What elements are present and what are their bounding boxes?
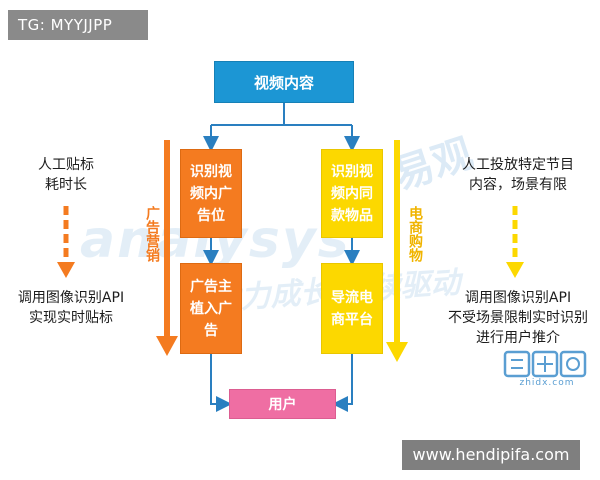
right-note-bottom-line2: 不受场景限制实时识别 <box>448 310 588 326</box>
connector-left-to-user <box>210 354 232 412</box>
user-box: 用户 <box>229 389 336 419</box>
ecommerce-platform-label: 导流电商平台 <box>331 289 373 328</box>
ecommerce-label: 电商购物 <box>407 206 423 262</box>
identify-same-item-box: 识别视频内同款物品 <box>321 149 383 238</box>
source-url: www.hendipifa.com <box>402 440 580 470</box>
advertising-arrow <box>156 140 178 356</box>
left-note-bottom-line2: 实现实时贴标 <box>29 310 113 326</box>
zhidx-logo <box>503 350 587 378</box>
right-note-bottom-line3: 进行用户推介 <box>476 330 560 346</box>
right-note-top-line1: 人工投放特定节目 <box>462 157 574 173</box>
advertiser-implant-box: 广告主植入广告 <box>180 263 242 354</box>
left-note-top-line2: 耗时长 <box>45 177 87 193</box>
advertising-label: 广告营销 <box>144 206 160 262</box>
left-note-bottom-line1: 调用图像识别API <box>17 290 125 306</box>
identify-ad-slot-box: 识别视频内广告位 <box>180 149 242 238</box>
identify-ad-slot-label: 识别视频内广告位 <box>190 163 232 224</box>
left-note-bottom: 调用图像识别API 实现实时贴标 <box>6 288 136 328</box>
tag-label: TG: MYYJJPP <box>8 10 148 40</box>
connector-right-to-user <box>332 354 353 412</box>
zhidx-subtext: zhidx.com <box>519 378 575 388</box>
ecommerce-platform-box: 导流电商平台 <box>321 263 383 354</box>
left-dashed-arrow <box>57 206 75 278</box>
identify-same-item-label: 识别视频内同款物品 <box>331 163 373 224</box>
right-note-top: 人工投放特定节目 内容，场景有限 <box>448 155 588 195</box>
left-note-top: 人工贴标 耗时长 <box>16 155 116 195</box>
right-note-bottom-line1: 调用图像识别API <box>464 290 572 306</box>
ecommerce-arrow <box>386 140 408 362</box>
right-note-bottom: 调用图像识别API 不受场景限制实时识别 进行用户推介 <box>440 288 596 348</box>
video-content-box: 视频内容 <box>214 61 354 103</box>
right-dashed-arrow <box>506 206 524 278</box>
left-note-top-line1: 人工贴标 <box>38 157 94 173</box>
right-note-top-line2: 内容，场景有限 <box>469 177 567 193</box>
advertiser-implant-label: 广告主植入广告 <box>190 278 232 339</box>
